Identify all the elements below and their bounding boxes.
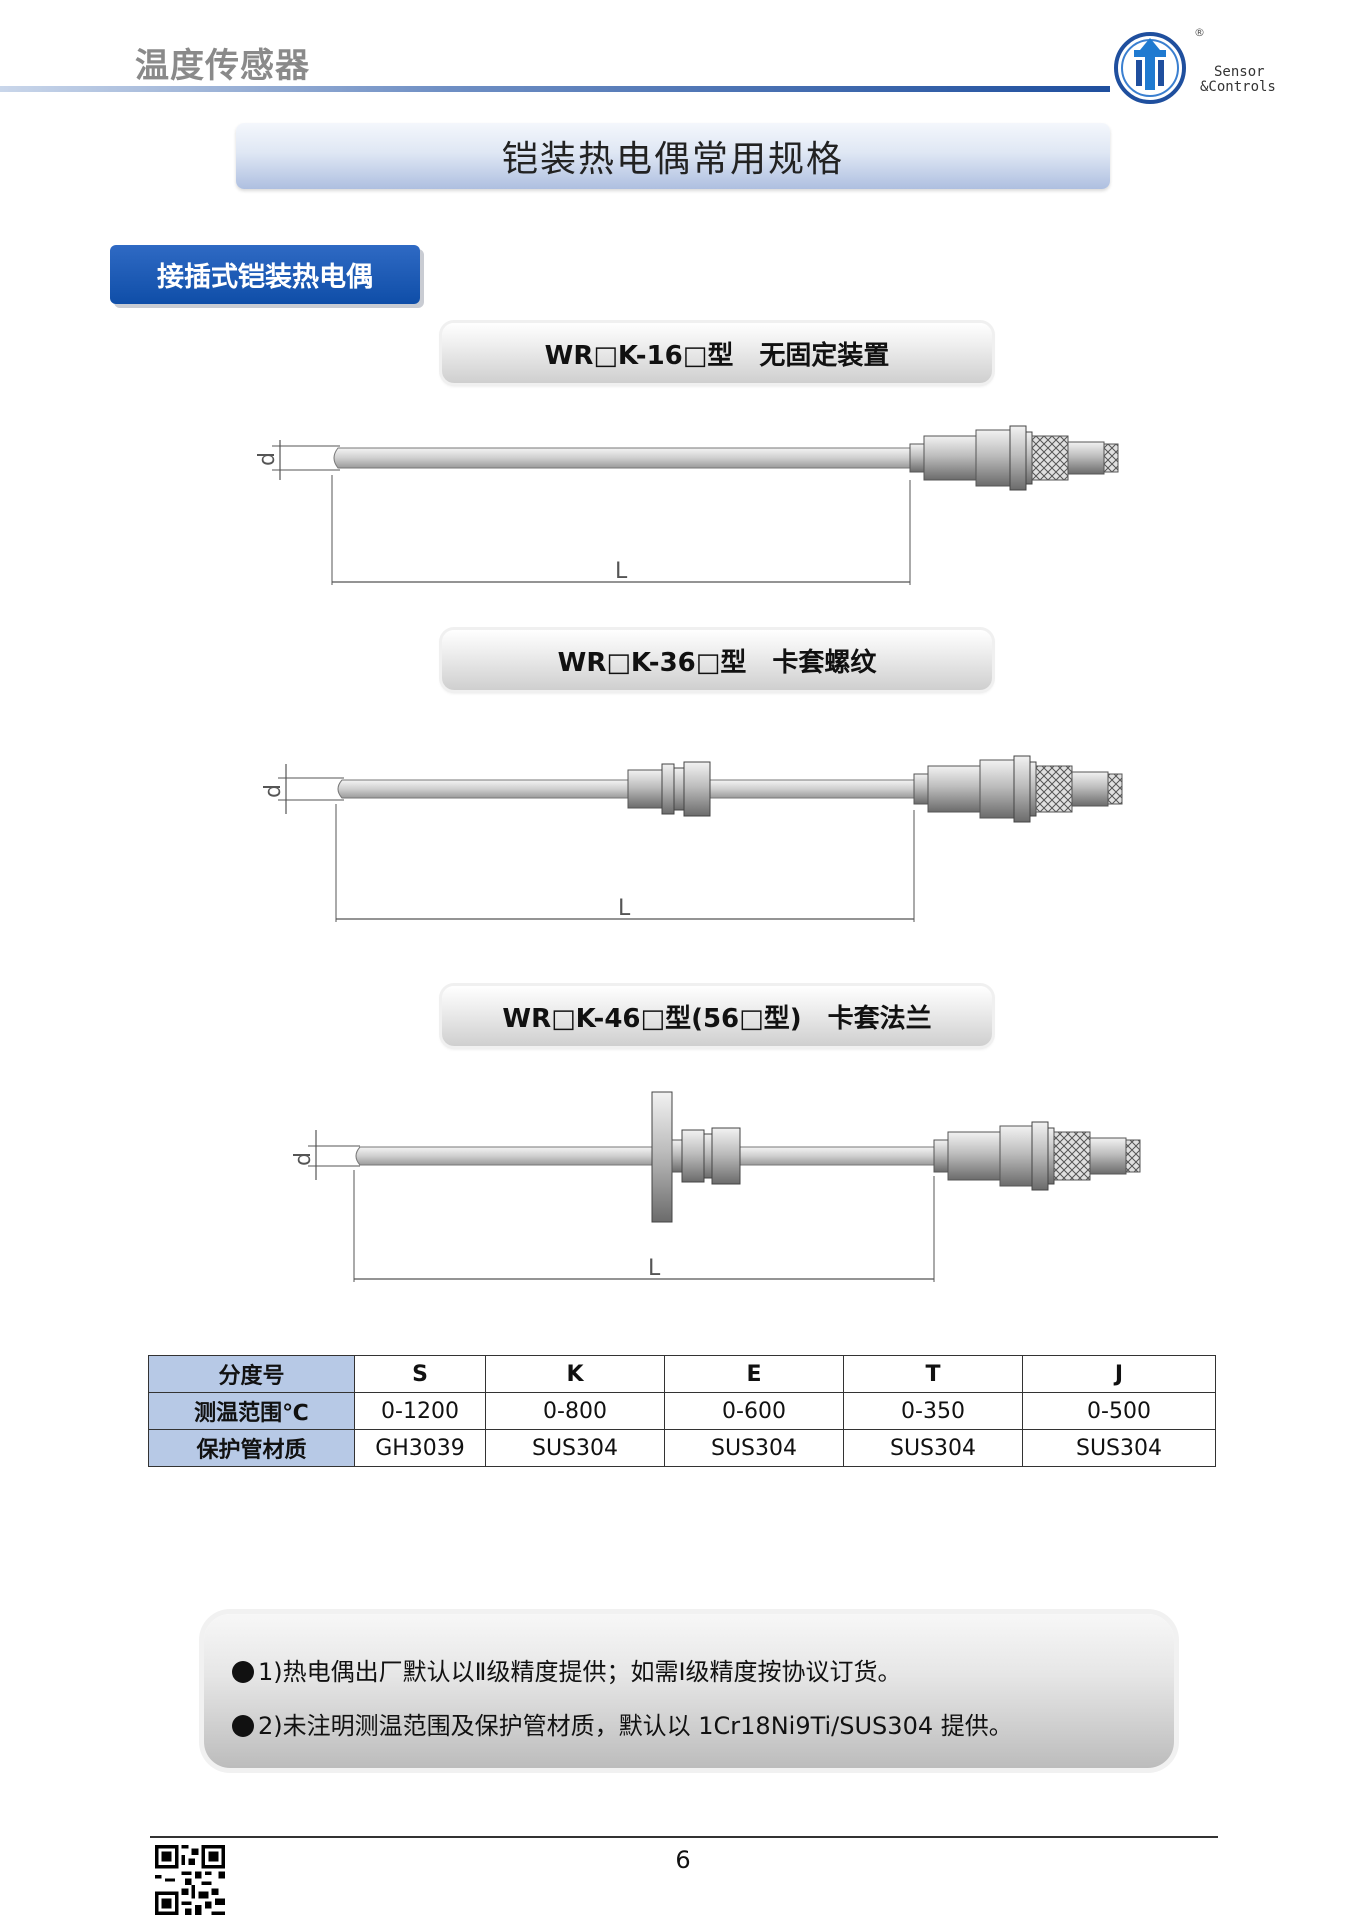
model-header-36: WR□K-36□型 卡套螺纹 <box>442 630 992 690</box>
svg-text:d: d <box>255 452 280 466</box>
table-cell: 0-600 <box>664 1392 844 1430</box>
model-header-46: WR□K-46□型(56□型) 卡套法兰 <box>442 986 992 1046</box>
table-cell: 0-800 <box>485 1392 665 1430</box>
thermocouple-drawing-46: d L <box>291 1091 1141 1282</box>
main-banner: 铠装热电偶常用规格 <box>236 123 1110 189</box>
svg-text:L: L <box>615 559 628 584</box>
svg-text:d: d <box>291 1152 316 1166</box>
section-tab: 接插式铠装热电偶 <box>110 245 420 304</box>
note-item: 2)未注明测温范围及保护管材质，默认以 1Cr18Ni9Ti/SUS304 提供… <box>232 1706 1013 1741</box>
table-cell: K <box>485 1355 665 1393</box>
footer-rule <box>150 1836 1218 1838</box>
banner-title: 铠装热电偶常用规格 <box>501 139 844 180</box>
table-row: 测温范围℃ 0-1200 0-800 0-600 0-350 0-500 <box>148 1392 1216 1430</box>
row-header: 保护管材质 <box>148 1429 355 1467</box>
spec-table: 分度号 S K E T J 测温范围℃ 0-1200 0-800 0-600 0… <box>148 1355 1216 1467</box>
row-header: 测温范围℃ <box>148 1392 355 1430</box>
logo-text-controls: &Controls <box>1200 79 1276 95</box>
logo-text-sensor: Sensor <box>1214 64 1265 80</box>
qr-code-icon <box>155 1845 225 1915</box>
model-title: WR□K-46□型(56□型) 卡套法兰 <box>502 1003 932 1034</box>
page-header-title: 温度传感器 <box>135 46 310 86</box>
thermocouple-drawing-36: d L <box>261 755 1123 922</box>
row-header: 分度号 <box>148 1355 355 1393</box>
table-row: 分度号 S K E T J <box>148 1355 1216 1393</box>
table-cell: J <box>1022 1355 1216 1393</box>
table-cell: GH3039 <box>354 1429 486 1467</box>
table-cell: SUS304 <box>843 1429 1023 1467</box>
header-rule <box>0 86 1110 92</box>
bullet-icon <box>232 1661 254 1683</box>
svg-text:L: L <box>618 896 631 921</box>
table-cell: SUS304 <box>485 1429 665 1467</box>
table-row: 保护管材质 GH3039 SUS304 SUS304 SUS304 SUS304 <box>148 1429 1216 1467</box>
thermocouple-drawing-16: d L <box>255 425 1119 585</box>
model-title: WR□K-36□型 卡套螺纹 <box>557 647 877 678</box>
table-cell: 0-1200 <box>354 1392 486 1430</box>
table-cell: E <box>664 1355 844 1393</box>
svg-text:d: d <box>261 784 286 798</box>
table-cell: S <box>354 1355 486 1393</box>
table-cell: SUS304 <box>1022 1429 1216 1467</box>
svg-text:®: ® <box>1194 28 1205 39</box>
table-cell: SUS304 <box>664 1429 844 1467</box>
model-title: WR□K-16□型 无固定装置 <box>544 340 890 371</box>
note-item: 1)热电偶出厂默认以Ⅱ级精度提供；如需Ⅰ级精度按协议订货。 <box>232 1652 902 1687</box>
table-cell: 0-500 <box>1022 1392 1216 1430</box>
bullet-icon <box>232 1715 254 1737</box>
table-cell: T <box>843 1355 1023 1393</box>
page-number: 6 <box>675 1846 691 1874</box>
svg-text:L: L <box>648 1256 661 1281</box>
model-header-16: WR□K-16□型 无固定装置 <box>442 323 992 383</box>
section-label: 接插式铠装热电偶 <box>157 262 373 293</box>
company-logo-icon: ® <box>1114 28 1205 104</box>
table-cell: 0-350 <box>843 1392 1023 1430</box>
notes-box: 1)热电偶出厂默认以Ⅱ级精度提供；如需Ⅰ级精度按协议订货。 2)未注明测温范围及… <box>204 1614 1174 1768</box>
